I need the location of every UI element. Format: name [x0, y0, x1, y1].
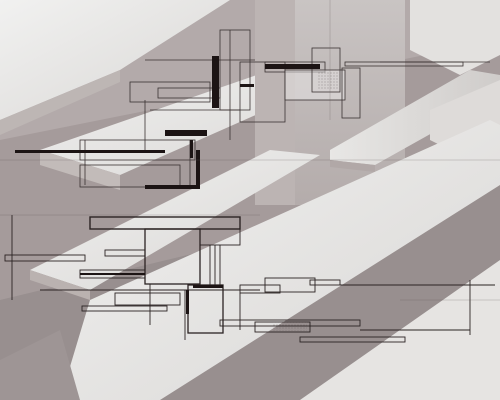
ink-bar-vertical-2: [196, 150, 200, 188]
lower-ink-bar-2: [186, 290, 189, 314]
drawing-cluster-lower: [4, 215, 495, 343]
slab-middle: [30, 150, 320, 290]
drawing-cluster-upper: [79, 29, 490, 188]
hatch-block-upper: [318, 68, 340, 90]
lower-plan-rect-4: [4, 254, 86, 262]
construction-lines: [0, 0, 500, 301]
slab-top-right: [410, 0, 500, 75]
plan-rect-11: [79, 164, 181, 188]
lower-plan-rect-13: [299, 336, 406, 343]
plan-rect-6: [341, 67, 361, 119]
plan-rect-9: [129, 81, 211, 103]
slab-right-floating: [330, 70, 500, 165]
lower-plan-rect-9: [239, 284, 281, 294]
ink-bar-small: [240, 84, 254, 87]
slab-top-left: [0, 0, 230, 120]
ink-bar-top-1: [265, 64, 320, 69]
lower-plan-rect-15: [309, 279, 341, 286]
ink-bar-bottom: [145, 185, 200, 189]
ink-bar-tick: [190, 140, 193, 158]
lower-plan-rect-6: [104, 249, 146, 257]
lower-plan-rect-8: [114, 292, 181, 306]
slab-right-floating-edge: [330, 160, 375, 172]
ink-bar-horizontal-1: [165, 130, 207, 136]
ink-bar-vertical-1: [212, 56, 219, 108]
hatch-block-lower: [272, 322, 307, 331]
slab-middle-edge: [30, 270, 90, 300]
drawing-cluster-upper-ink: [15, 56, 320, 189]
lower-ink-bar-1: [193, 285, 223, 288]
plan-rect-8: [157, 87, 221, 99]
lower-plan-rect-2: [144, 228, 201, 285]
slab-lower-left-shadow: [0, 330, 80, 400]
slab-lower-main: [60, 120, 500, 400]
lower-plan-rect-14: [81, 305, 168, 312]
drawing-cluster-lower-ink: [80, 273, 223, 314]
lower-ink-bar-3: [80, 273, 145, 275]
ink-bar-long: [15, 150, 165, 153]
slab-top-left-edge: [0, 70, 120, 135]
